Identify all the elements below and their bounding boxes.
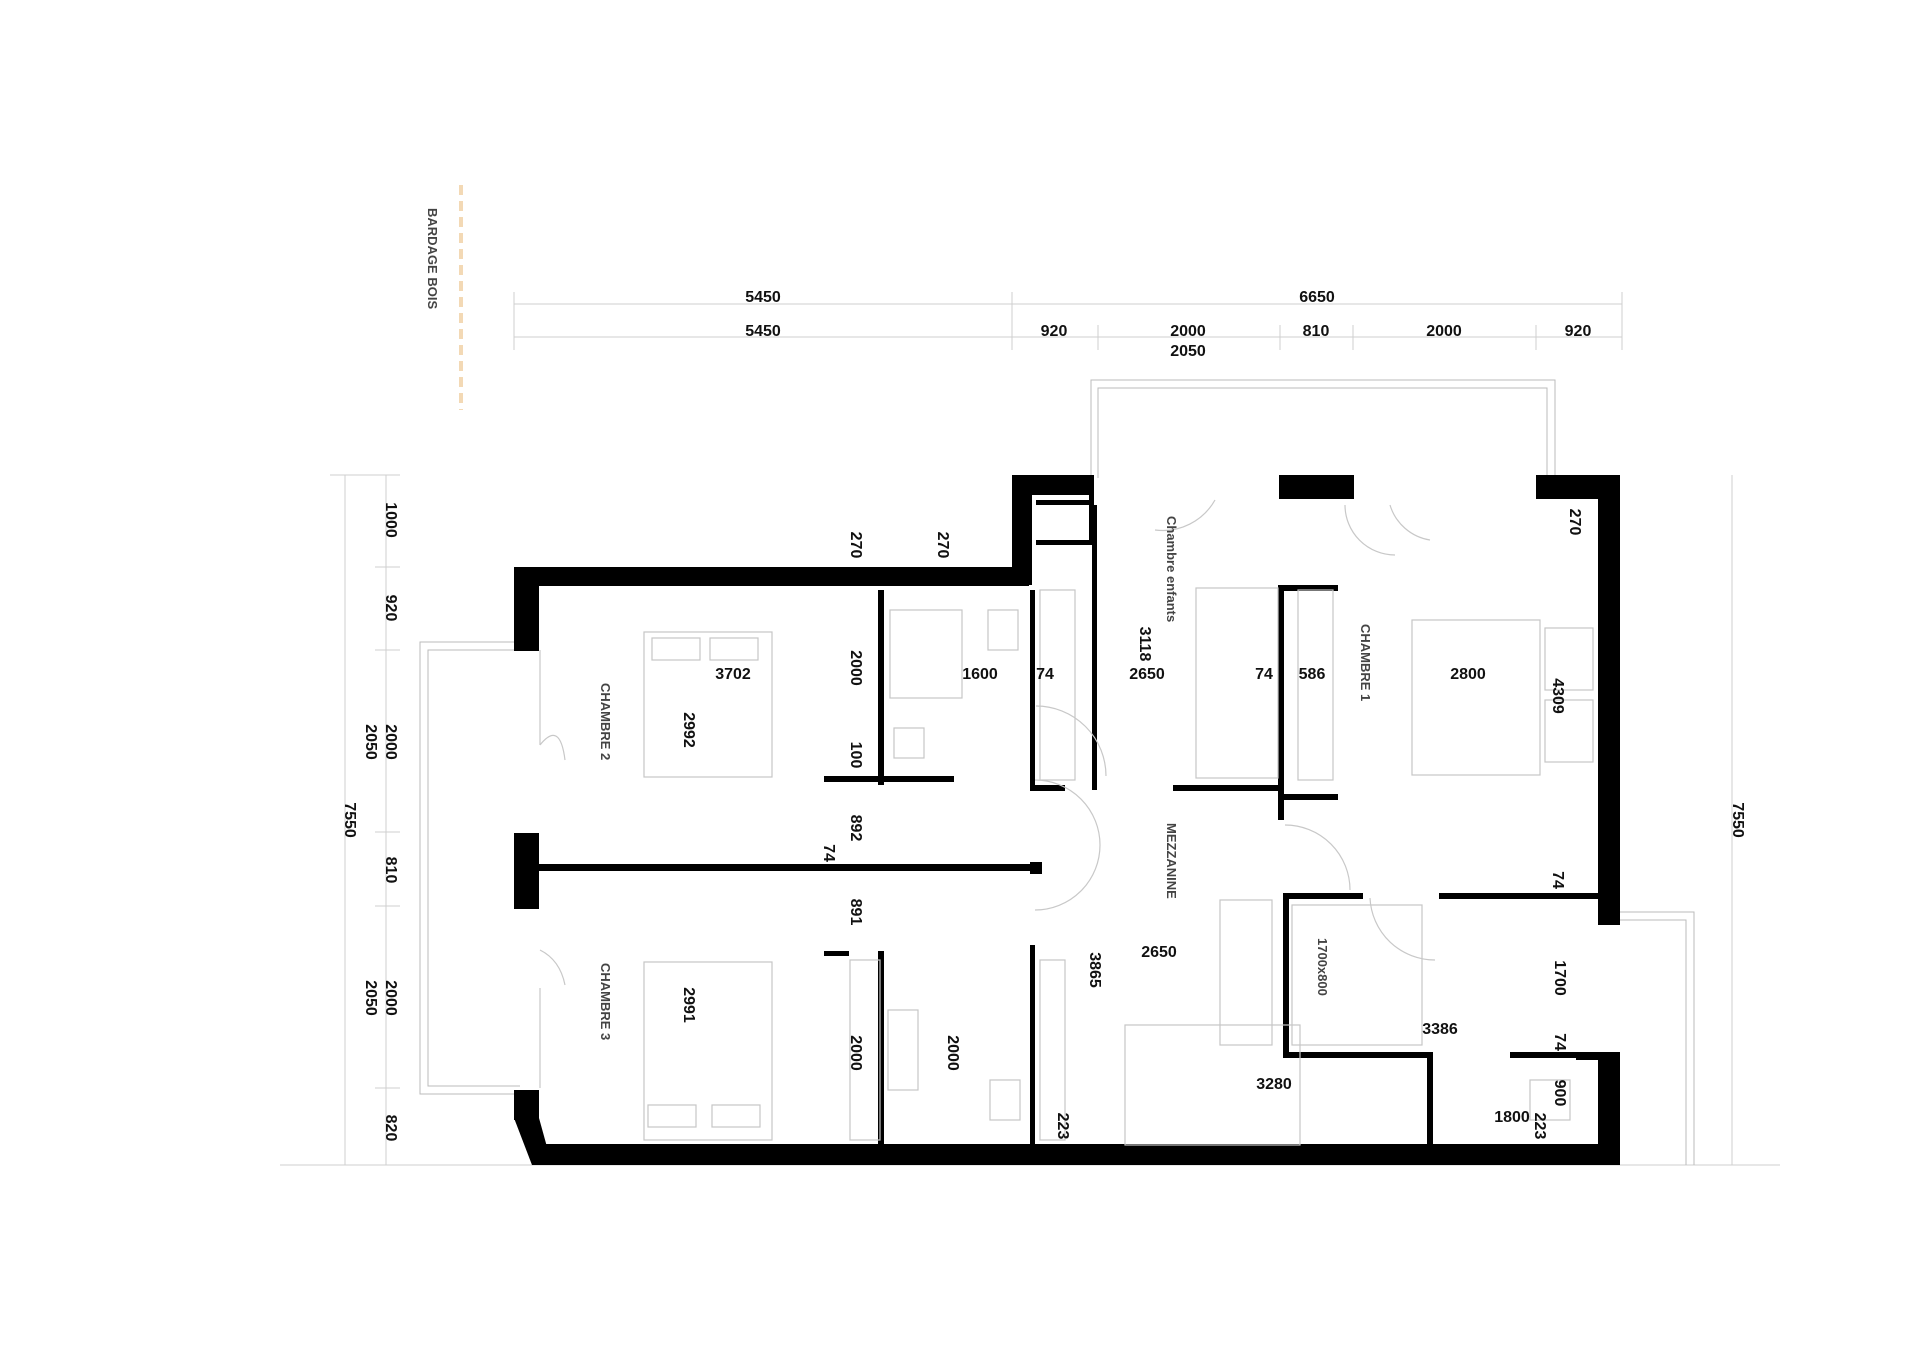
dim-top-row2-920b: 920: [1565, 323, 1592, 340]
dim-top-sub-2050: 2050: [1170, 343, 1206, 360]
door-swings: [539, 499, 1436, 1088]
dim-right-7550: 7550: [1729, 802, 1746, 838]
dim-left-2000b: 2000: [382, 980, 399, 1016]
cladding-label: BARDAGE BOIS: [425, 208, 440, 309]
dim-2000a: 2000: [847, 650, 864, 686]
dim-top-row2-810: 810: [1303, 323, 1330, 340]
dim-top-5450: 5450: [745, 289, 781, 306]
dim-3386: 3386: [1422, 1021, 1458, 1038]
dim-3702: 3702: [715, 666, 751, 683]
dim-2800: 2800: [1450, 666, 1486, 683]
walls: [514, 475, 1620, 1165]
dim-900: 900: [1551, 1080, 1568, 1107]
dim-left-2050a: 2050: [362, 724, 379, 760]
dim-2650a: 2650: [1129, 666, 1165, 683]
dim-top-row2-920a: 920: [1041, 323, 1068, 340]
dim-left-2000a: 2000: [382, 724, 399, 760]
dim-3280: 3280: [1256, 1076, 1292, 1093]
dim-891: 891: [847, 899, 864, 926]
dim-892: 892: [847, 815, 864, 842]
dim-74d: 74: [1549, 871, 1566, 889]
dim-2992: 2992: [680, 712, 697, 748]
dim-74e: 74: [1551, 1033, 1568, 1051]
dim-270b: 270: [934, 532, 951, 559]
room-label-chambre-enfants: Chambre enfants: [1164, 516, 1179, 622]
dim-270a: 270: [847, 532, 864, 559]
room-label-chambre-2: CHAMBRE 2: [598, 683, 613, 760]
dim-left-920: 920: [382, 595, 399, 622]
dim-1600: 1600: [962, 666, 998, 683]
dim-1800: 1800: [1494, 1109, 1530, 1126]
dim-586: 586: [1299, 666, 1326, 683]
dim-100: 100: [847, 742, 864, 769]
dim-left-1000: 1000: [382, 502, 399, 538]
dim-2000c: 2000: [944, 1035, 961, 1071]
dim-223a: 223: [1054, 1113, 1071, 1140]
dim-74a: 74: [1036, 666, 1054, 683]
dim-top-row2-5450: 5450: [745, 323, 781, 340]
dim-top-row2-2000b: 2000: [1426, 323, 1462, 340]
dim-left-7550: 7550: [341, 802, 358, 838]
dim-top-row2-2000a: 2000: [1170, 323, 1206, 340]
dim-223b: 223: [1531, 1113, 1548, 1140]
dim-top-6650: 6650: [1299, 289, 1335, 306]
dim-3118: 3118: [1136, 627, 1153, 662]
dim-left-2050b: 2050: [362, 980, 379, 1016]
dim-2991: 2991: [680, 987, 697, 1023]
dim-1700: 1700: [1551, 960, 1568, 996]
dim-2000b: 2000: [847, 1035, 864, 1071]
dim-270c: 270: [1566, 509, 1583, 536]
dim-2650b: 2650: [1141, 944, 1177, 961]
top-dimension-lines: [513, 292, 1623, 350]
dim-74c: 74: [820, 844, 837, 862]
room-label-chambre-1: CHAMBRE 1: [1358, 624, 1373, 701]
dim-4309: 4309: [1549, 678, 1566, 714]
room-label-mezzanine: MEZZANINE: [1164, 823, 1179, 899]
balconies: [419, 379, 1695, 1165]
furniture: [643, 587, 1594, 1146]
dim-74b: 74: [1255, 666, 1273, 683]
dim-left-820: 820: [382, 1115, 399, 1142]
dim-left-810: 810: [382, 857, 399, 884]
room-label-chambre-3: CHAMBRE 3: [598, 963, 613, 1040]
dim-3865: 3865: [1086, 952, 1103, 988]
bath-size-label: 1700x800: [1315, 938, 1330, 996]
